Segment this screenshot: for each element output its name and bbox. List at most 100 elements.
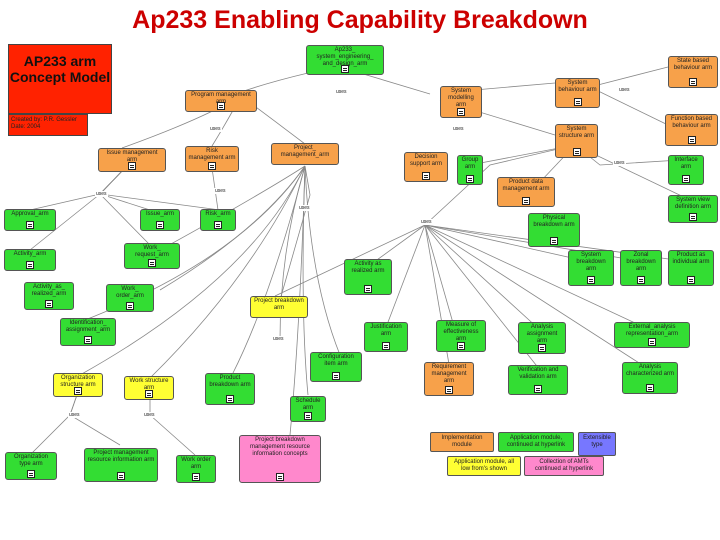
node-work-structure[interactable]: Work structure arm <box>124 376 174 400</box>
node-analysis-assignment[interactable]: Analysis assignment arm <box>518 322 566 354</box>
node-system-modelling[interactable]: System modelling arm <box>440 86 482 118</box>
node-decision-support[interactable]: Decision support arm <box>404 152 448 182</box>
node-activity-as-realized-arm[interactable]: Activity_as_ realized_arm <box>24 282 74 310</box>
node-activity[interactable]: Activity_arm <box>4 249 56 271</box>
node-schedule[interactable]: Schedule arm <box>290 396 326 422</box>
document-icon <box>156 221 164 229</box>
node-system-engineering[interactable]: Ap233_ system_engineering_ and_design_ar… <box>306 45 384 75</box>
document-icon <box>364 285 372 293</box>
document-icon <box>226 395 234 403</box>
node-risk-management[interactable]: Risk management arm <box>185 146 239 172</box>
node-label: State based behaviour arm <box>673 58 713 71</box>
node-label: Work_ order_arm <box>116 286 144 299</box>
node-label: Product as individual arm <box>672 252 710 265</box>
created-by-box: Created by: P.R. Gessler Date: 2004 <box>8 114 88 136</box>
node-analysis-characterized[interactable]: Analysis characterized arm <box>622 362 678 394</box>
document-icon <box>689 78 697 86</box>
node-label: Function based behaviour arm <box>670 116 713 129</box>
node-issue-management[interactable]: Issue management arm <box>98 148 166 172</box>
node-physical-breakdown[interactable]: Physical breakdown arm <box>528 213 580 247</box>
node-work-order[interactable]: Work_ order_arm <box>106 284 154 312</box>
node-label: Measure of effectiveness arm <box>443 322 479 342</box>
uses-label: uses <box>143 412 156 418</box>
document-icon <box>573 98 582 106</box>
node-measure-of-effectiveness[interactable]: Measure of effectiveness arm <box>436 320 486 352</box>
document-icon <box>27 470 35 478</box>
node-risk[interactable]: Risk_arm <box>200 209 236 231</box>
node-state-based-behaviour[interactable]: State based behaviour arm <box>668 56 718 88</box>
node-system-view-definition[interactable]: System view definition arm <box>668 195 718 223</box>
node-organization-structure[interactable]: Organization structure arm <box>53 373 103 397</box>
node-label: Verification and validation arm <box>517 367 559 380</box>
node-project-management[interactable]: Project_ management_arm <box>271 143 339 165</box>
document-icon <box>422 172 430 180</box>
document-icon <box>45 300 53 308</box>
document-icon <box>126 302 134 310</box>
document-icon <box>304 412 312 420</box>
document-icon <box>534 385 542 393</box>
node-label: Organization structure arm <box>60 375 96 388</box>
node-interface[interactable]: Interface arm <box>668 155 704 185</box>
node-function-based-behaviour[interactable]: Function based behaviour arm <box>665 114 718 146</box>
uses-label: uses <box>95 191 108 197</box>
document-icon <box>687 276 695 284</box>
node-label: Zonal breakdown arm <box>626 252 656 272</box>
node-product-breakdown[interactable]: Product breakdown arm <box>205 373 255 405</box>
node-label: Configuration item arm <box>318 354 354 367</box>
created-by-label: Created by: P.R. Gessler <box>11 117 77 123</box>
node-project-breakdown-resource[interactable]: Project breakdown management resource in… <box>239 435 321 483</box>
uses-label: uses <box>335 89 348 95</box>
node-approval[interactable]: Approval_arm <box>4 209 56 231</box>
legend-application-module-hyperlink: Application module, continued at hyperli… <box>498 432 574 452</box>
node-project-breakdown[interactable]: Project breakdown arm <box>250 296 308 318</box>
node-product-data-management[interactable]: Product data management arm <box>497 177 555 207</box>
document-icon <box>466 175 474 183</box>
node-system-behaviour[interactable]: System behaviour arm <box>555 78 600 108</box>
node-activity-as-realized[interactable]: Activity as realized arm <box>344 259 392 295</box>
node-zonal-breakdown[interactable]: Zonal breakdown arm <box>620 250 662 286</box>
node-label: Product data management arm <box>502 179 550 192</box>
node-justification[interactable]: Justification arm <box>364 322 408 352</box>
uses-label: uses <box>452 126 465 132</box>
uses-label: uses <box>214 188 227 194</box>
node-label: Activity_arm <box>13 251 47 257</box>
node-label: Analysis assignment arm <box>526 324 558 344</box>
uses-label: uses <box>272 336 285 342</box>
concept-model-box: AP233 arm Concept Model <box>8 44 112 114</box>
node-external-analysis[interactable]: External_analysis representation_arm <box>614 322 690 348</box>
node-label: Risk_arm <box>205 211 231 217</box>
document-icon <box>117 472 125 480</box>
node-program-management[interactable]: Program management arm <box>185 90 257 112</box>
document-icon <box>128 162 136 170</box>
document-icon <box>332 372 340 380</box>
uses-label: uses <box>618 87 631 93</box>
node-label: Activity as realized arm <box>351 261 385 274</box>
node-label: Risk management arm <box>188 148 236 161</box>
node-label: Project breakdown management resource in… <box>249 437 311 457</box>
node-label: System modelling arm <box>448 88 474 108</box>
node-system-structure[interactable]: System structure arm <box>555 124 598 158</box>
node-label: Analysis characterized arm <box>625 364 675 377</box>
node-issue[interactable]: Issue_arm <box>140 209 180 231</box>
node-label: Work order arm <box>181 457 211 470</box>
document-icon <box>689 213 697 221</box>
node-label: Ap233_ system_engineering_ and_design_ar… <box>316 47 374 67</box>
node-organization-type[interactable]: Organization type arm <box>5 452 57 480</box>
node-work-order-arm[interactable]: Work order arm <box>176 455 216 483</box>
node-verification-validation[interactable]: Verification and validation arm <box>508 365 568 395</box>
document-icon <box>26 261 34 269</box>
node-project-management-resource[interactable]: Project management resource information … <box>84 448 158 482</box>
node-label: System breakdown arm <box>576 252 606 272</box>
document-icon <box>646 384 654 392</box>
node-label: Issue_arm <box>145 211 174 217</box>
node-configuration-item[interactable]: Configuration item arm <box>310 352 362 382</box>
node-group[interactable]: Group arm <box>457 155 483 185</box>
node-system-breakdown[interactable]: System breakdown arm <box>568 250 614 286</box>
document-icon <box>145 390 153 398</box>
node-work-request[interactable]: Work_ request_arm <box>124 243 180 269</box>
node-label: Decision support arm <box>409 154 442 167</box>
node-requirement-management[interactable]: Requirement management arm <box>424 362 474 396</box>
node-identification-assignment[interactable]: Identification_ assignment_arm <box>60 318 116 346</box>
node-product-as-individual[interactable]: Product as individual arm <box>668 250 714 286</box>
node-label: Product breakdown arm <box>209 375 251 388</box>
